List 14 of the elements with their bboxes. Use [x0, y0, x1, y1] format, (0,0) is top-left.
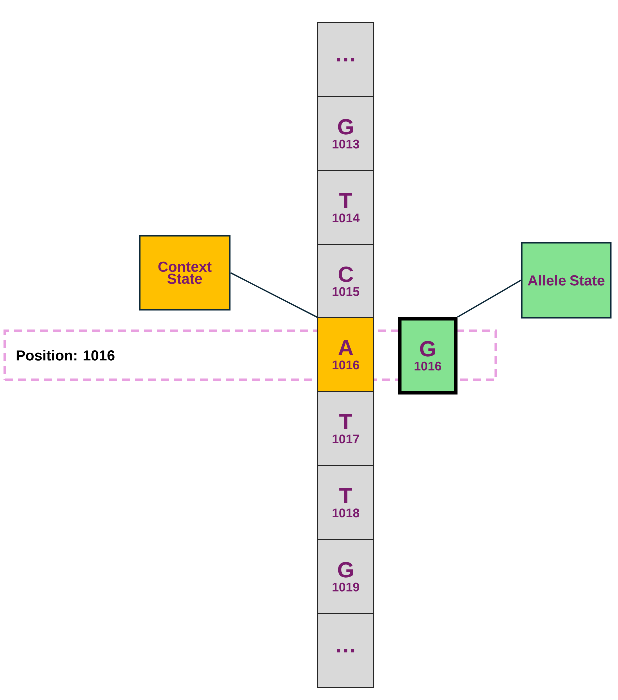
sequence-cell: G 1013	[318, 96, 374, 172]
sequence-cell: C 1015	[318, 244, 374, 318]
sequence-cell: A 1016	[318, 318, 374, 392]
sequence-cell: T 1014	[318, 170, 374, 246]
sequence-cell: T 1018	[318, 466, 374, 540]
sequence-cell: …	[318, 614, 374, 688]
connector-line	[230, 272, 318, 318]
state-box: Allele State	[521, 242, 612, 319]
sequence-cell: …	[318, 22, 374, 98]
connector-line	[457, 280, 522, 318]
state-box: Context State	[139, 235, 231, 311]
sequence-cell: T 1017	[318, 392, 374, 466]
sequence-cell: G 1019	[318, 540, 374, 614]
allele-box: G 1016	[398, 317, 458, 395]
